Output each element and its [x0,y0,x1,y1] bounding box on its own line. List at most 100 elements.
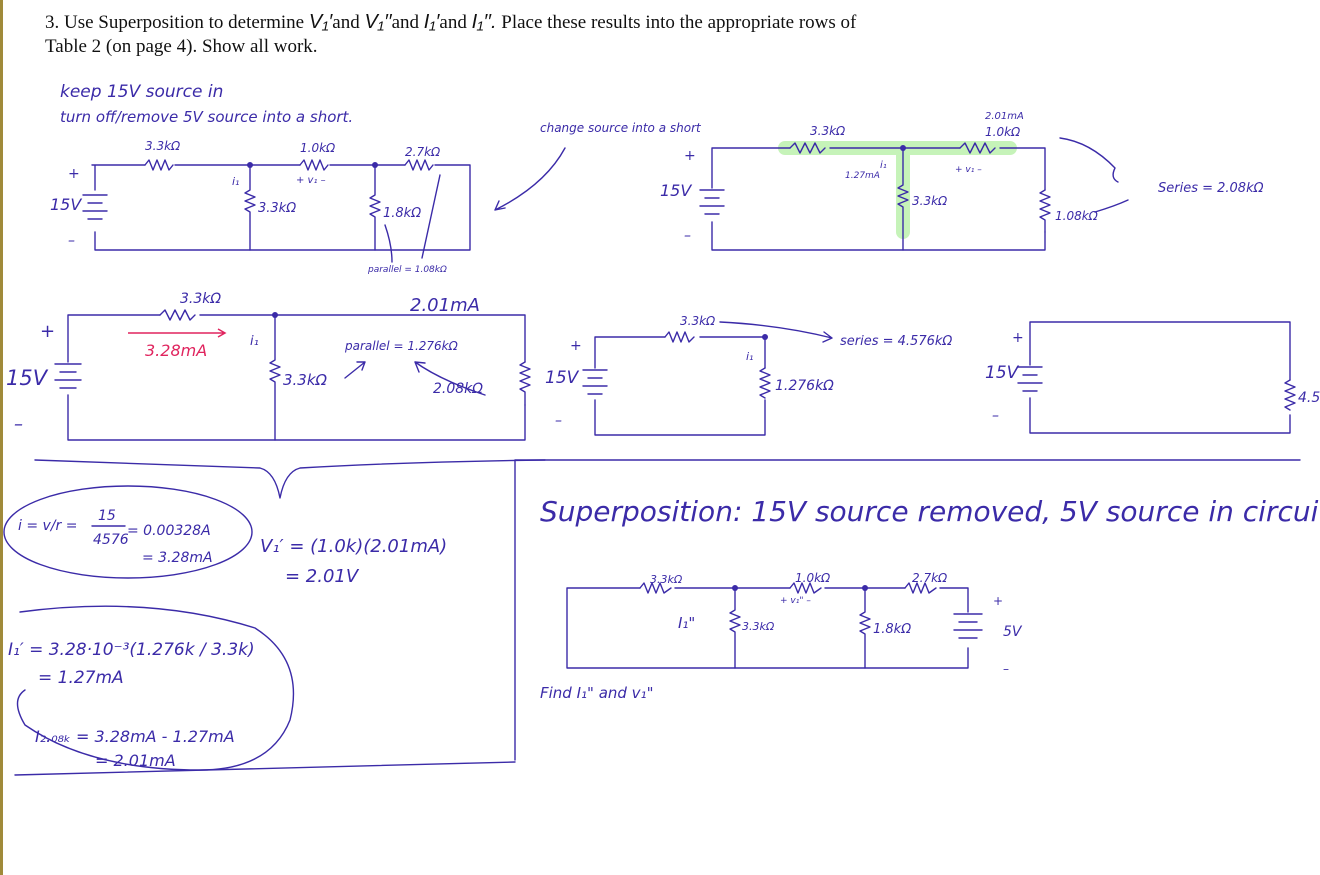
resistor-symbol [729,587,741,669]
label-r18: 1.8kΩ [873,622,911,637]
resistor-symbol [519,361,531,406]
label-5v: 5V [1003,624,1023,640]
resistor-symbol [144,159,174,171]
node-dot [762,334,768,340]
series-arrow [719,321,833,343]
label-r27: 2.7kΩ [912,571,948,585]
battery-symbol [699,189,725,215]
parallel-arrows [344,361,486,396]
resistor-symbol [269,314,281,441]
node-dot [900,145,906,151]
label-current: 1.27mA [845,171,880,181]
resistor-symbol [369,164,381,251]
label-r33: 3.3kΩ [650,573,683,586]
resistor-symbol [959,142,996,154]
note-keep-source: keep 15V source in [60,82,223,102]
battery-symbol [1017,366,1043,392]
label-r33: 3.3kΩ [258,201,296,216]
label-v1pp: + v₁" – [780,596,811,606]
question-text-part: and [439,12,472,33]
series-arrows [1059,137,1129,213]
circled-calculation [3,485,253,579]
question-text-line2: Table 2 (on page 4). Show all work. [45,36,318,57]
eq1-denominator: 4576 [93,532,129,548]
resistor-symbol [159,309,196,321]
i1-prime-symbol: I₁′ [423,11,440,33]
label-plus: + [68,166,80,182]
note-find: Find I₁" and v₁" [540,684,653,702]
label-r18: 1.8kΩ [383,206,421,221]
note-parallel-2: parallel = 1.276kΩ [344,339,459,353]
current-arrow [128,328,227,338]
battery-symbol [953,613,983,639]
i208-result: = 2.01mA [95,751,176,770]
parallel-arrows [384,174,441,263]
label-r1276: 1.276kΩ [775,378,834,394]
label-i1: i₁ [250,334,259,349]
circled-calculation [16,605,295,771]
label-r33: 3.3kΩ [283,371,328,389]
circuit-4-wires [594,336,766,436]
label-r108: 1.08kΩ [1055,209,1099,223]
label-15v: 15V [660,181,692,200]
circuit-5-wires [1029,321,1291,434]
label-i1: i₁ [232,175,239,188]
label-r33: 3.3kΩ [145,139,181,153]
section-divider [14,459,1301,776]
label-I1pp: I₁" [678,614,695,632]
circuit-2-short: change source into a short 3.3kΩ 2.01mA … [540,111,1264,251]
label-r10: 1.0kΩ [300,141,336,155]
circuit-3-combined: 3.3kΩ 2.01mA 3.28mA i₁ 3.3kΩ parallel = … [6,291,531,441]
note-change-source: change source into a short [540,121,702,135]
label-v1: + v₁ – [296,175,326,186]
resistor-symbol [299,159,329,171]
label-current: 2.01mA [410,295,480,316]
label-minus: – [555,413,562,429]
label-plus: + [1012,330,1024,346]
circuit-4-reduced: 3.3kΩ i₁ 1.276kΩ 15V + – series = 4.576k… [545,314,952,436]
resistor-symbol [904,582,937,594]
eq1-left: i = v/r = [18,518,77,534]
node-dot [372,162,378,168]
label-r33: 3.3kΩ [180,291,221,307]
resistor-symbol [759,367,771,399]
i1-double-prime-symbol: I₁′′. [471,11,497,33]
note-remove-source: turn off/remove 5V source into a short. [60,108,353,126]
label-r33: 3.3kΩ [810,124,846,138]
note-series-2: series = 4.576kΩ [840,334,952,349]
page-edge [0,0,3,875]
label-r33: 3.3kΩ [912,194,948,208]
resistor-symbol [789,582,822,594]
label-15v: 15V [985,363,1020,383]
label-r33: 3.3kΩ [742,620,775,633]
label-15v: 15V [6,366,49,390]
resistor-symbol [897,147,909,251]
label-minus: – [68,233,75,249]
label-r208: 2.08kΩ [433,381,483,397]
battery-symbol [582,369,608,395]
resistor-symbol [404,159,434,171]
iprime-result: = 1.27mA [38,668,124,688]
battery-symbol [54,363,82,389]
question-text-part: Place these results into the appropriate… [496,12,857,33]
calculations: i = v/r = 15 4576 = 0.00328A = 3.28mA V₁… [3,485,447,771]
label-15v: 15V [545,368,580,388]
label-i1: i₁ [880,160,887,171]
question-text: 3. Use Superposition to determine V₁′ and… [45,10,1285,59]
resistor-symbol [664,331,695,343]
iprime-eq: I₁′ = 3.28·10⁻³(1.276k / 3.3k) [8,640,255,660]
resistor-symbol [789,142,826,154]
label-i1: i₁ [746,350,753,363]
highlight [778,141,1017,239]
label-r27: 2.7kΩ [405,145,441,159]
eq1-right: = 0.00328A [127,523,211,539]
v1-prime-symbol: V₁′ [308,11,333,33]
label-minus: – [1003,662,1009,676]
superposition-heading: Superposition: 15V source removed, 5V so… [540,495,1320,528]
label-current: 2.01mA [985,111,1024,122]
question-text-part: 3. Use Superposition to determine [45,12,309,33]
label-plus: + [40,321,55,342]
eq1-numerator: 15 [98,508,116,524]
eq1-result: = 3.28mA [142,550,213,566]
